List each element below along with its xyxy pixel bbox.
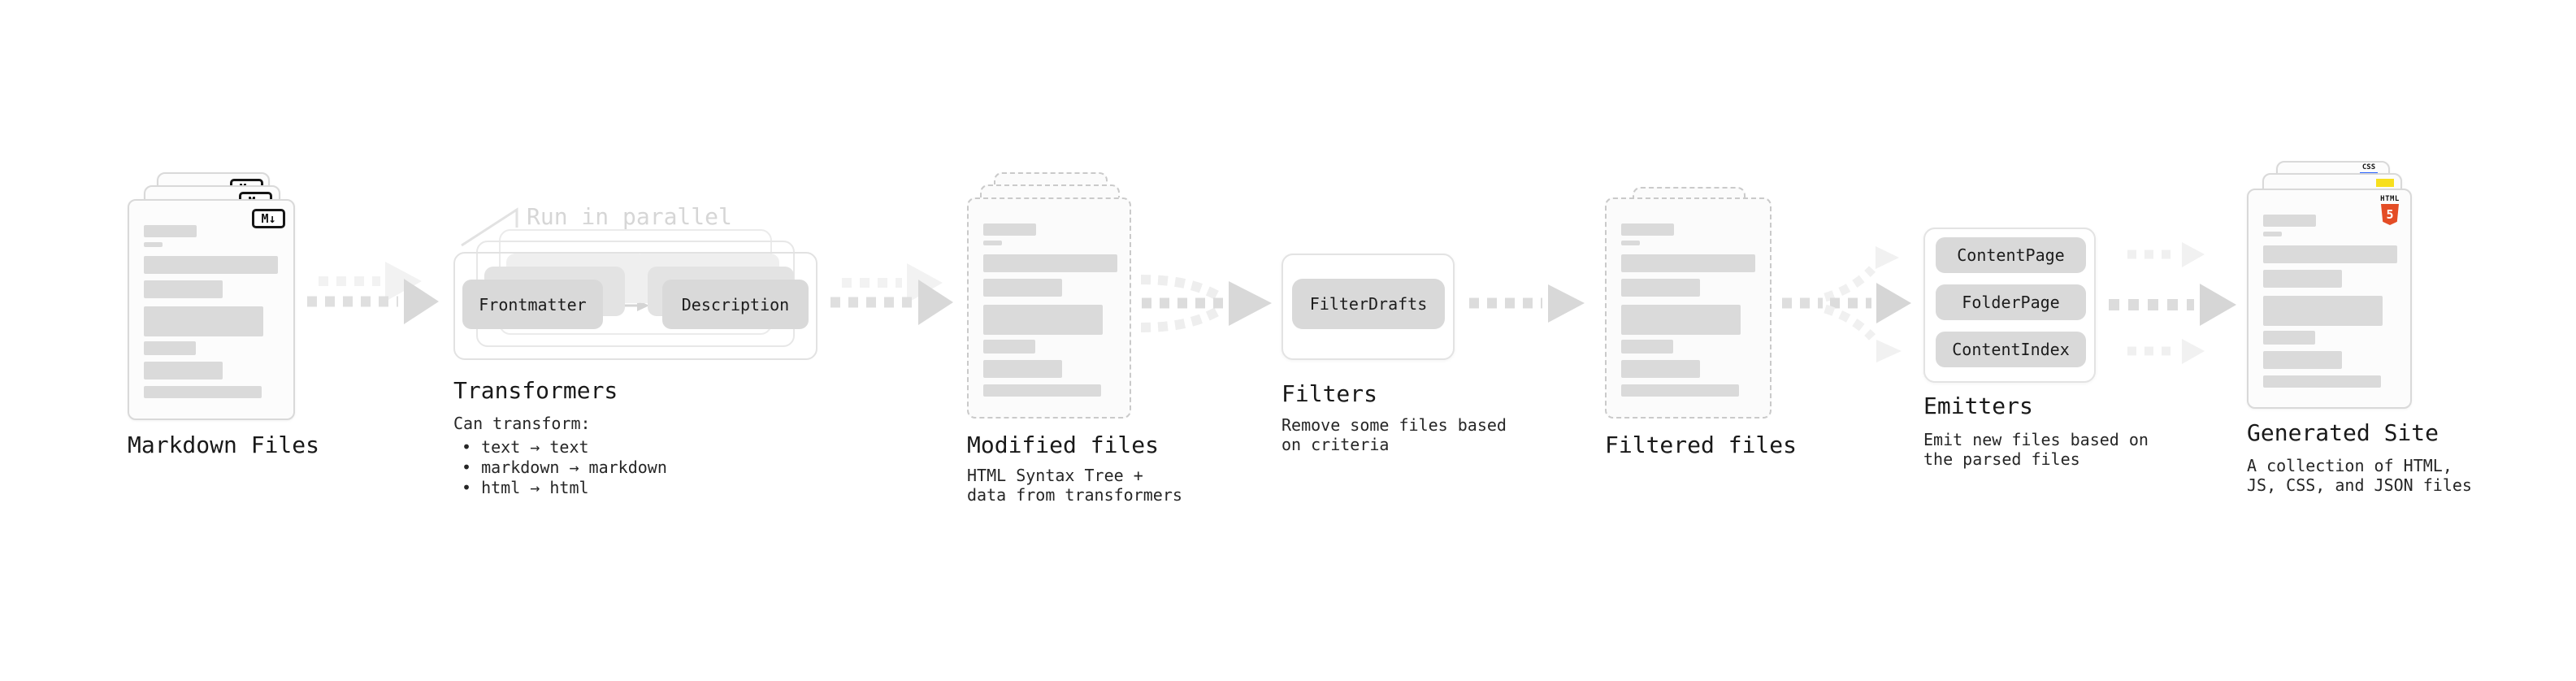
doc-line	[983, 340, 1035, 354]
markdown-badge-text: M↓	[261, 211, 276, 226]
filtered-files-label: Filtered files	[1605, 432, 1798, 458]
emitters-caption: Emit new files based on the parsed files	[1923, 430, 2149, 469]
modified-sheet-front	[967, 197, 1131, 419]
doc-line	[144, 225, 197, 237]
bullet-item: • text → text	[462, 437, 589, 457]
bullet-item: • html → html	[462, 478, 589, 497]
doc-line	[1621, 305, 1741, 335]
doc-line	[1621, 384, 1739, 397]
doc-line	[983, 223, 1036, 236]
doc-line	[2263, 215, 2316, 227]
js-badge-icon	[2376, 179, 2394, 187]
doc-line	[1621, 223, 1674, 236]
description-pill: Description	[662, 280, 809, 329]
filters-caption: Remove some files based on criteria	[1281, 415, 1507, 454]
doc-line	[2263, 245, 2397, 263]
markdown-badge-icon: M↓	[252, 209, 285, 228]
site-sheet-html: HTML 5	[2247, 189, 2412, 409]
html5-logo-shield: 5	[2381, 204, 2399, 225]
folderpage-pill-text: FolderPage	[1962, 293, 2060, 312]
generated-site-label: Generated Site	[2247, 419, 2439, 446]
doc-line	[144, 386, 262, 398]
doc-line	[144, 256, 278, 274]
html5-logo-icon: HTML 5	[2379, 195, 2400, 225]
contentindex-pill-text: ContentIndex	[1952, 340, 2070, 359]
doc-line	[1621, 241, 1640, 245]
doc-line	[983, 384, 1101, 397]
css-badge-text: CSS	[2361, 163, 2376, 171]
modified-files-label: Modified files	[967, 432, 1160, 458]
bullet-item: • markdown → markdown	[462, 458, 667, 477]
generated-site-caption: A collection of HTML, JS, CSS, and JSON …	[2247, 456, 2472, 495]
filterdrafts-pill-text: FilterDrafts	[1309, 294, 1428, 314]
doc-line	[144, 280, 223, 298]
contentpage-pill-text: ContentPage	[1957, 245, 2065, 265]
arrow-markdown-to-transformers	[307, 262, 439, 324]
arrow-filtered-to-emitters-fanout	[1782, 246, 1911, 362]
doc-line	[2263, 351, 2342, 369]
doc-line	[1621, 340, 1673, 354]
doc-line	[983, 254, 1117, 272]
doc-line	[2263, 296, 2383, 326]
filtered-sheet-front	[1605, 197, 1772, 419]
doc-line	[2263, 331, 2315, 345]
node-filtered-files: Filtered files	[1605, 187, 1797, 488]
filterdrafts-pill: FilterDrafts	[1292, 279, 1445, 329]
emitters-label: Emitters	[1923, 393, 2033, 419]
folderpage-pill: FolderPage	[1936, 284, 2086, 320]
modified-files-caption: HTML Syntax Tree + data from transformer…	[967, 466, 1182, 505]
html5-logo-word: HTML	[2380, 195, 2400, 203]
arrow-modified-to-filters-merge	[1140, 275, 1272, 332]
contentpage-pill: ContentPage	[1936, 237, 2086, 273]
arrow-filters-to-filtered	[1469, 284, 1585, 323]
node-markdown-files: M↓ M↓ M↓ Markdown Files	[128, 172, 319, 481]
transformers-label: Transformers	[453, 377, 618, 404]
markdown-files-label: Markdown Files	[128, 432, 320, 458]
doc-line	[1621, 279, 1700, 297]
doc-line	[983, 305, 1103, 335]
filters-label: Filters	[1281, 380, 1378, 407]
arrow-transformers-to-modified	[830, 263, 953, 325]
doc-line	[983, 241, 1002, 245]
html5-logo-number: 5	[2386, 207, 2394, 222]
transformers-caption-title: Can transform:	[453, 414, 591, 433]
transformers-bullet-list: • text → text • markdown → markdown • ht…	[462, 437, 667, 498]
frontmatter-pill: Frontmatter	[462, 280, 603, 329]
description-pill-text: Description	[681, 294, 790, 314]
doc-line	[144, 362, 223, 380]
transformer-box-front	[453, 252, 817, 360]
frontmatter-pill-text: Frontmatter	[479, 294, 587, 314]
doc-line	[144, 242, 163, 247]
arrow-emitters-to-site	[2109, 242, 2236, 364]
node-transformers: Frontmatter Description Transformers Can…	[453, 229, 827, 505]
doc-line	[1621, 360, 1700, 378]
node-generated-site: CSS HTML 5 Generated Site A collection o…	[2247, 161, 2472, 502]
markdown-sheet-front: M↓	[128, 199, 295, 420]
doc-line	[2263, 232, 2282, 236]
doc-line	[983, 360, 1062, 378]
doc-line	[983, 279, 1062, 297]
node-modified-files: Modified files HTML Syntax Tree + data f…	[967, 172, 1182, 514]
run-in-parallel-annotation: Run in parallel	[527, 203, 732, 230]
doc-line	[144, 341, 196, 355]
contentindex-pill: ContentIndex	[1936, 332, 2086, 367]
doc-line	[1621, 254, 1755, 272]
doc-line	[2263, 375, 2381, 388]
doc-line	[144, 306, 263, 336]
doc-line	[2263, 270, 2342, 288]
